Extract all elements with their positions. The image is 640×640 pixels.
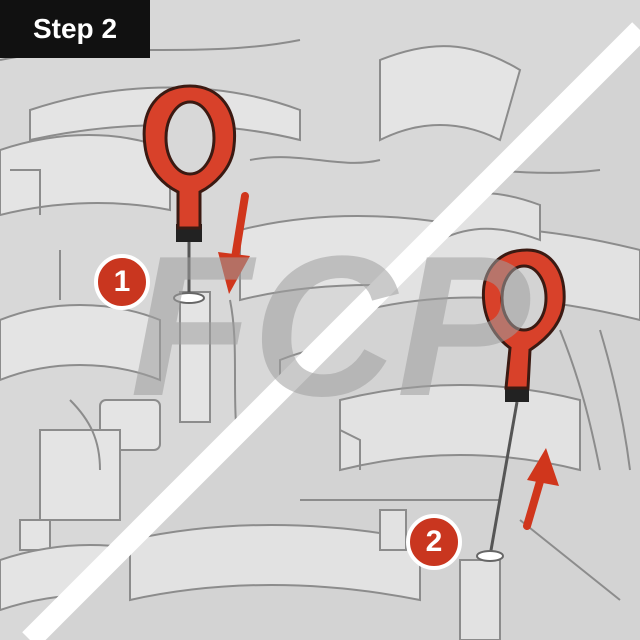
step-badge-2: 2 (406, 514, 462, 570)
step-badge-1: 1 (94, 254, 150, 310)
step-label: Step 2 (0, 0, 150, 58)
watermark-logo: FCP (130, 215, 531, 438)
